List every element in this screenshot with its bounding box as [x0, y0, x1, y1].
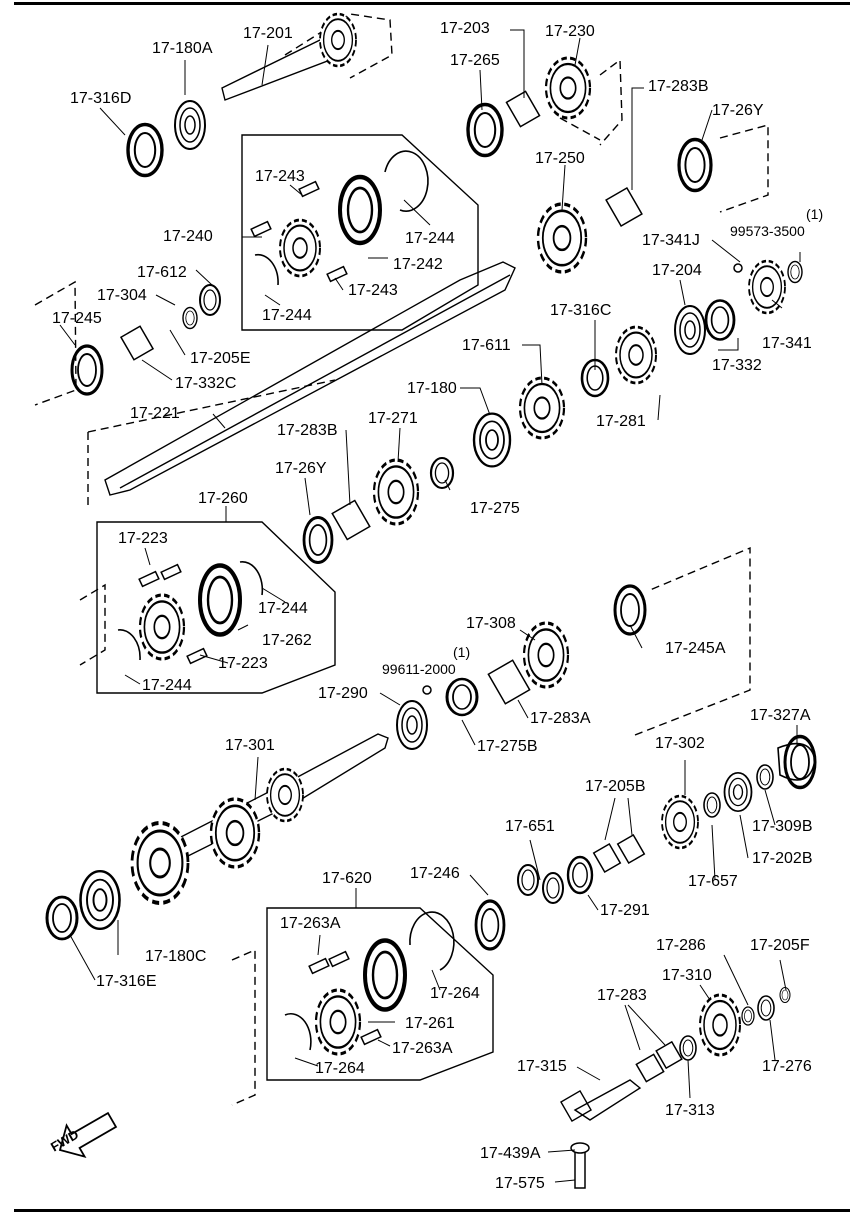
label-17-245A: 17-245A — [665, 640, 726, 657]
label-17-271: 17-271 — [368, 410, 418, 427]
label-17-263A: 17-263A — [392, 1040, 453, 1057]
label-17-620: 17-620 — [322, 870, 372, 887]
label-17-221: 17-221 — [130, 405, 180, 422]
label-17-264: 17-264 — [430, 985, 480, 1002]
label-17-308: 17-308 — [466, 615, 516, 632]
label-17-281: 17-281 — [596, 413, 646, 430]
label-17-341J: 17-341J — [642, 232, 700, 249]
label-17-304: 17-304 — [97, 287, 147, 304]
label-17-244: 17-244 — [262, 307, 312, 324]
label-17-244: 17-244 — [142, 677, 192, 694]
label-17-180A: 17-180A — [152, 40, 213, 57]
label-17-316C: 17-316C — [550, 302, 612, 319]
label-17-26Y: 17-26Y — [712, 102, 764, 119]
label-17-245: 17-245 — [52, 310, 102, 327]
label-99573-3500: 99573-3500 — [730, 223, 805, 239]
label-17-283: 17-283 — [597, 987, 647, 1004]
label-17-611: 17-611 — [462, 337, 511, 354]
label-17-244: 17-244 — [258, 600, 308, 617]
label-17-332C: 17-332C — [175, 375, 237, 392]
top-border — [14, 2, 850, 5]
label-17-250: 17-250 — [535, 150, 585, 167]
snap-rings — [117, 150, 816, 1051]
label-17-327A: 17-327A — [750, 707, 811, 724]
label-17-243: 17-243 — [255, 168, 305, 185]
label-17-261: 17-261 — [405, 1015, 455, 1032]
label-17-275B: 17-275B — [477, 738, 538, 755]
label-99611-2000: 99611-2000 — [382, 661, 456, 677]
label-17-291: 17-291 — [600, 902, 650, 919]
label-17-341: 17-341 — [762, 335, 812, 352]
label-17-286: 17-286 — [656, 937, 706, 954]
label-17-265: 17-265 — [450, 52, 500, 69]
label-17-316D: 17-316D — [70, 90, 132, 107]
fwd-arrow — [58, 1111, 118, 1159]
label-17-283B: 17-283B — [277, 422, 338, 439]
box-17-260 — [96, 521, 336, 694]
label-17-612: 17-612 — [137, 264, 187, 281]
label-99611-2000-qty: (1) — [453, 644, 471, 660]
label-17-313: 17-313 — [665, 1102, 715, 1119]
label-17-244: 17-244 — [405, 230, 455, 247]
label-17-223: 17-223 — [118, 530, 168, 547]
label-17-243: 17-243 — [348, 282, 398, 299]
label-17-315: 17-315 — [517, 1058, 567, 1075]
label-17-240: 17-240 — [163, 228, 213, 245]
label-17-203: 17-203 — [440, 20, 490, 37]
label-17-283A: 17-283A — [530, 710, 591, 727]
bottom-border — [14, 1209, 850, 1212]
label-17-309B: 17-309B — [752, 818, 813, 835]
label-17-202B: 17-202B — [752, 850, 813, 867]
label-17-26Y: 17-26Y — [275, 460, 327, 477]
label-17-230: 17-230 — [545, 23, 595, 40]
label-17-242: 17-242 — [393, 256, 443, 273]
label-99573-3500-qty: (1) — [806, 206, 824, 222]
bearings — [79, 100, 753, 931]
box-17-240 — [241, 134, 479, 331]
label-17-316E: 17-316E — [96, 973, 157, 990]
label-17-310: 17-310 — [662, 967, 712, 984]
label-17-204: 17-204 — [652, 262, 702, 279]
label-17-283B: 17-283B — [648, 78, 709, 95]
label-17-180: 17-180 — [407, 380, 457, 397]
label-17-264: 17-264 — [315, 1060, 365, 1077]
label-17-276: 17-276 — [762, 1058, 812, 1075]
label-17-205E: 17-205E — [190, 350, 251, 367]
label-17-260: 17-260 — [198, 490, 248, 507]
label-17-290: 17-290 — [318, 685, 368, 702]
label-17-223: 17-223 — [218, 655, 268, 672]
label-17-439A: 17-439A — [480, 1145, 541, 1162]
label-17-657: 17-657 — [688, 873, 738, 890]
label-17-575: 17-575 — [495, 1175, 545, 1192]
shaft-head-17-315 — [560, 1090, 592, 1122]
label-17-246: 17-246 — [410, 865, 460, 882]
label-17-275: 17-275 — [470, 500, 520, 517]
label-17-301: 17-301 — [225, 737, 275, 754]
label-17-263A: 17-263A — [280, 915, 341, 932]
shaft-17-221 — [104, 261, 516, 496]
label-17-302: 17-302 — [655, 735, 705, 752]
gears — [130, 12, 787, 1057]
leader-lines — [59, 29, 801, 1183]
label-17-651: 17-651 — [505, 818, 555, 835]
label-17-201: 17-201 — [243, 25, 293, 42]
box-17-620 — [266, 907, 494, 1081]
label-17-262: 17-262 — [262, 632, 312, 649]
label-17-205B: 17-205B — [585, 778, 646, 795]
needle-bearings — [119, 90, 743, 1189]
label-17-205F: 17-205F — [750, 937, 810, 954]
label-17-332: 17-332 — [712, 357, 762, 374]
shaft-17-315 — [573, 1079, 642, 1121]
label-17-180C: 17-180C — [145, 948, 207, 965]
